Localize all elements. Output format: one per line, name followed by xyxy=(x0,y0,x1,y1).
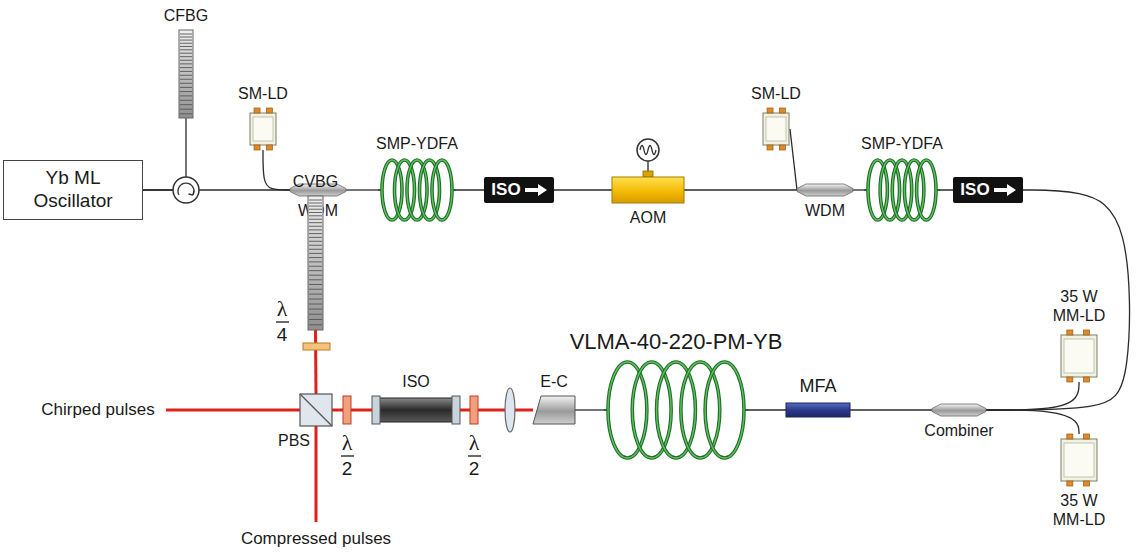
beam-label: Compressed pulses xyxy=(241,530,391,547)
mode-field-adapter-symbol xyxy=(786,403,850,417)
fiber-link xyxy=(143,189,290,190)
pump-diode-symbol xyxy=(1060,434,1098,486)
wdm-coupler-symbol xyxy=(797,184,853,196)
component-label: CVBG xyxy=(293,172,338,191)
half-wave-plate xyxy=(470,396,478,424)
main-amplifier-coil: VLMA-40-220-PM-YB xyxy=(604,360,748,460)
compressed-output-beam xyxy=(315,426,318,522)
beam-splitter-cube-symbol xyxy=(300,394,332,426)
chirped-output-beam xyxy=(166,409,300,412)
waveplate-label: 2 xyxy=(469,459,480,478)
waveplate-label: 4 xyxy=(277,325,288,344)
component-label: 35 W MM-LD xyxy=(1047,491,1111,529)
pump-combiner-symbol xyxy=(932,404,986,416)
waveplate-label: λ xyxy=(277,298,288,320)
component-label: E-C xyxy=(540,372,568,391)
lens-symbol xyxy=(505,388,515,432)
free-space-isolator: ISO xyxy=(372,396,460,424)
component-label: Combiner xyxy=(924,421,993,440)
pump-diode-symbol xyxy=(1060,330,1098,382)
volume-bragg-grating: CVBG xyxy=(308,196,323,330)
mode-field-adapter: MFA xyxy=(786,403,850,417)
beam-label: Chirped pulses xyxy=(41,401,154,418)
rf-driver-symbol xyxy=(637,139,659,177)
fiber-isolator: ISO xyxy=(484,177,553,203)
component-label: VLMA-40-220-PM-YB xyxy=(570,329,783,355)
fiber-isolator: ISO xyxy=(953,177,1022,203)
component-label: ISO xyxy=(491,180,520,200)
pump-diode: SM-LD xyxy=(762,108,790,150)
pump-diode: 35 W MM-LD xyxy=(1060,330,1098,382)
box-label: Yb ML Oscillator xyxy=(12,167,134,213)
acousto-optic-modulator: AOM xyxy=(612,177,684,203)
fiber-link xyxy=(346,189,378,190)
fiber-link xyxy=(684,189,797,190)
waveplate-label: λ xyxy=(342,432,353,454)
fiber-link xyxy=(554,189,612,190)
end-cap: E-C xyxy=(533,396,575,424)
component-label: CFBG xyxy=(164,6,208,25)
fiber-link xyxy=(748,409,786,410)
fiber-link xyxy=(263,150,290,190)
beam-splitter-cube: PBS xyxy=(300,394,332,426)
fiber-link xyxy=(456,189,484,190)
fiber-link xyxy=(575,409,604,410)
end-cap-symbol xyxy=(533,396,575,424)
circulator-symbol xyxy=(173,177,199,203)
volume-bragg-grating-symbol xyxy=(308,196,323,330)
component-label: MFA xyxy=(799,376,836,398)
component-label: SMP-YDFA xyxy=(861,134,943,153)
pump-diode: SM-LD xyxy=(249,108,277,150)
component-label: SM-LD xyxy=(238,84,288,103)
component-label: SMP-YDFA xyxy=(376,134,458,153)
fraction-bar xyxy=(341,455,354,456)
laser-beam xyxy=(332,409,372,412)
main-amplifier-coil-symbol xyxy=(604,360,748,460)
pump-diode-symbol xyxy=(249,108,277,150)
fiber-bragg-grating-symbol xyxy=(179,30,193,118)
half-wave-plate xyxy=(343,396,351,424)
component-label: ISO xyxy=(960,180,989,200)
component-label: 35 W MM-LD xyxy=(1047,287,1111,325)
fiber-link xyxy=(940,189,953,190)
free-space-isolator-symbol xyxy=(372,396,460,424)
component-label: PBS xyxy=(278,431,310,450)
fiber-link xyxy=(853,189,864,190)
fiber-link xyxy=(986,382,1079,410)
fiber-amplifier-coil-symbol xyxy=(378,158,456,222)
waveplate-label: λ xyxy=(469,432,480,454)
fiber-link xyxy=(986,410,1079,434)
fiber-amplifier-coil: SMP-YDFA xyxy=(864,158,940,222)
wdm-coupler: WDM xyxy=(797,184,853,196)
fiber-link xyxy=(850,409,932,410)
laser-beam xyxy=(314,330,318,394)
fiber-amplifier-coil: SMP-YDFA xyxy=(378,158,456,222)
fraction-bar xyxy=(276,321,289,322)
fiber-link xyxy=(986,190,1130,410)
waveplate-label: 2 xyxy=(342,459,353,478)
component-label: SM-LD xyxy=(751,84,801,103)
direction-arrow xyxy=(994,184,1016,196)
quarter-wave-plate xyxy=(303,343,330,350)
direction-arrow xyxy=(525,184,547,196)
pump-combiner: Combiner xyxy=(932,404,986,416)
fiber-bragg-grating: CFBG xyxy=(179,30,193,118)
pump-diode-symbol xyxy=(762,108,790,150)
pump-diode: 35 W MM-LD xyxy=(1060,434,1098,486)
component-label: WDM xyxy=(805,201,845,220)
oscillator-box: Yb ML Oscillator xyxy=(3,160,143,220)
acousto-optic-modulator-symbol xyxy=(612,177,684,203)
component-label: AOM xyxy=(630,208,666,227)
fiber-amplifier-coil-symbol xyxy=(864,158,940,222)
fraction-bar xyxy=(468,455,481,456)
component-label: ISO xyxy=(402,372,430,391)
fiber-link xyxy=(790,129,797,190)
